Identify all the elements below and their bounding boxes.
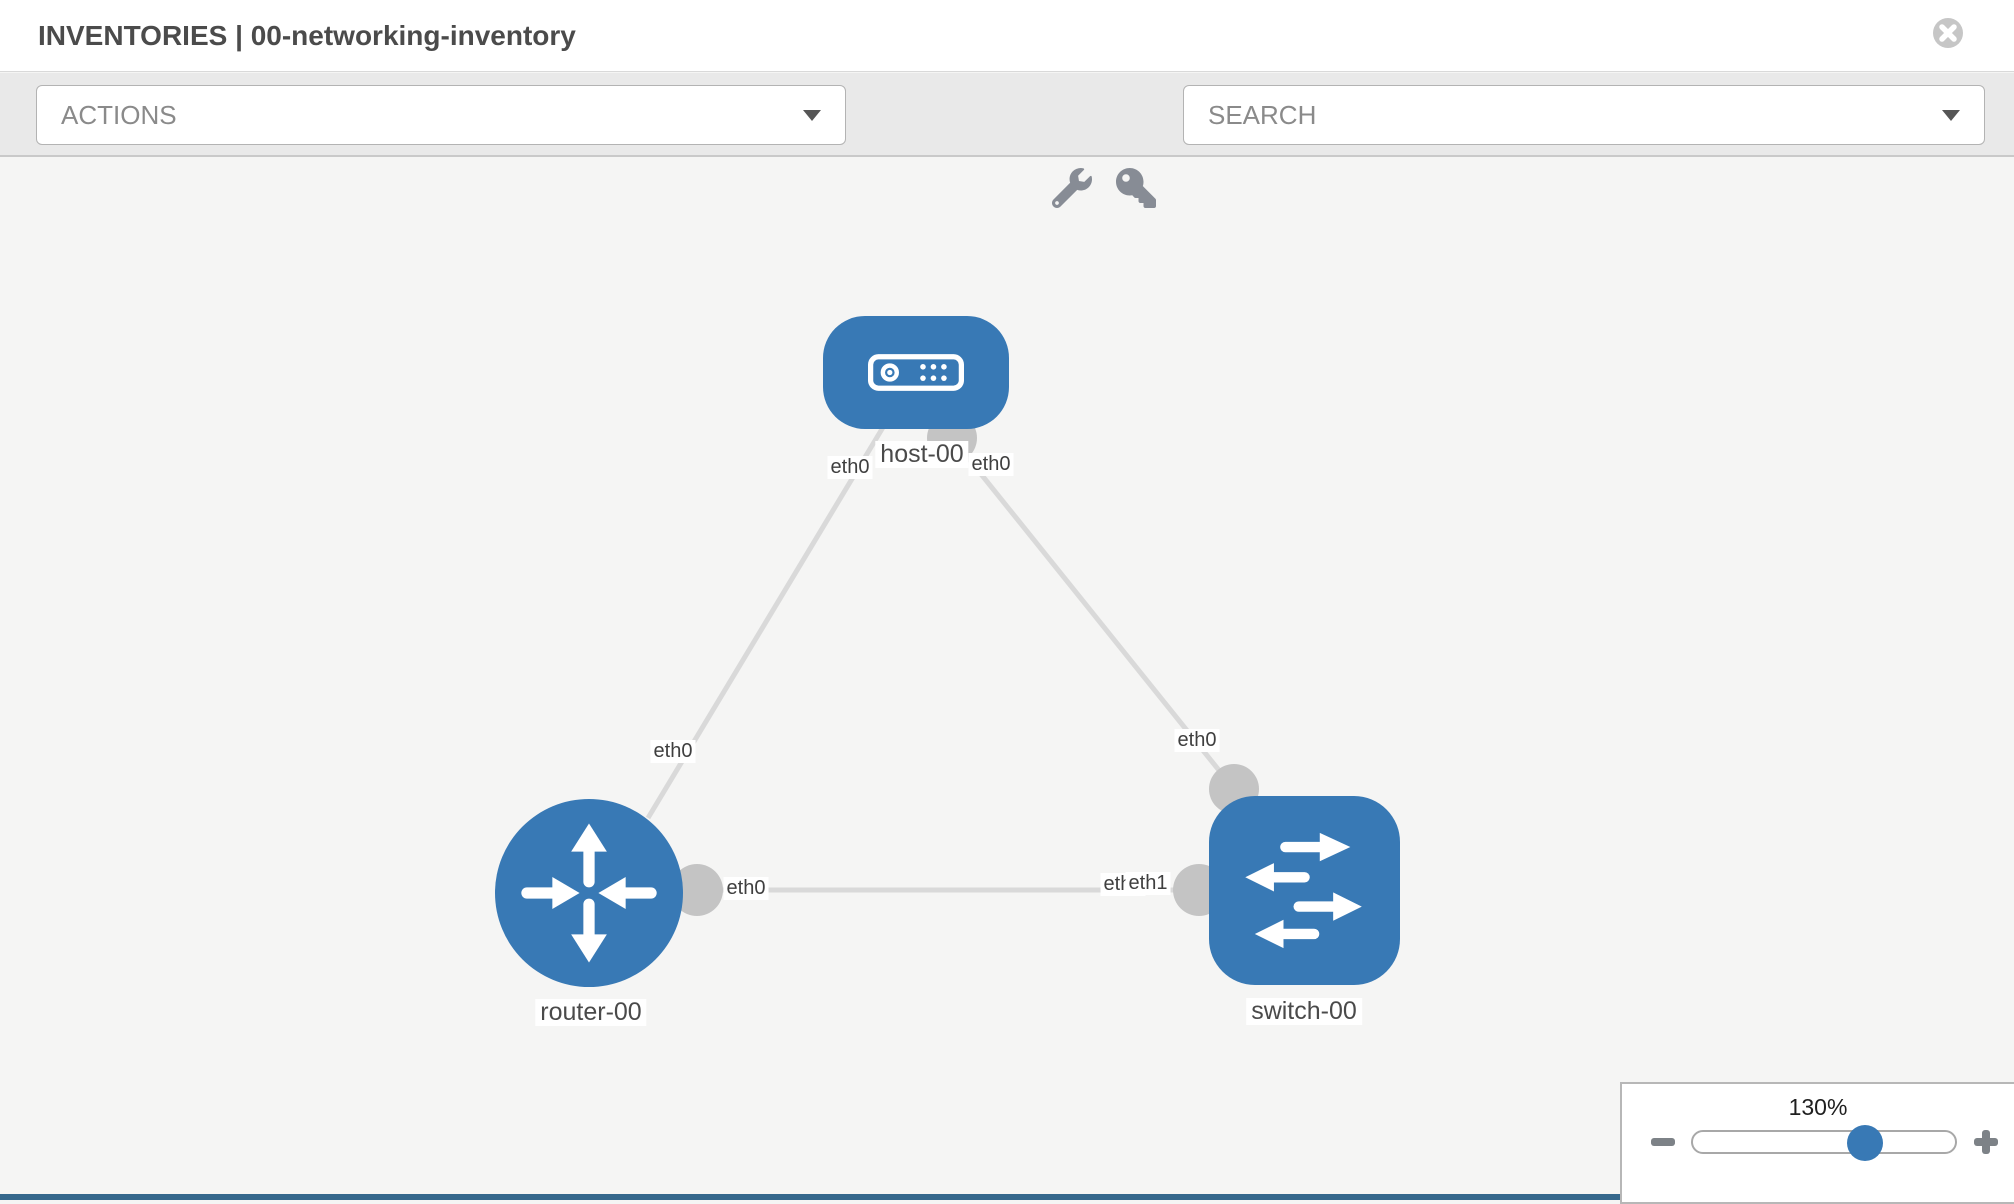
node-label-host: host-00 — [875, 441, 969, 468]
host-icon — [868, 354, 964, 391]
node-label-router: router-00 — [535, 999, 647, 1026]
close-icon[interactable] — [1930, 15, 1966, 51]
node-label-switch: switch-00 — [1246, 998, 1362, 1025]
port-label-switch-eth1: eth1 — [1125, 872, 1171, 895]
router-icon — [521, 823, 657, 963]
toolbar: ACTIONS SEARCH — [0, 73, 2014, 208]
zoom-out-button[interactable] — [1651, 1138, 1675, 1146]
actions-dropdown[interactable]: ACTIONS — [36, 85, 846, 145]
chevron-down-icon — [803, 109, 821, 121]
zoom-in-button[interactable] — [1974, 1130, 1998, 1154]
zoom-slider-thumb[interactable] — [1847, 1125, 1883, 1161]
node-router-00[interactable] — [495, 799, 683, 987]
zoom-controls — [1651, 1125, 2014, 1161]
search-dropdown-label: SEARCH — [1208, 99, 1317, 130]
chevron-down-icon — [1942, 109, 1960, 121]
zoom-level-value: 130% — [1788, 1094, 1848, 1120]
key-icon[interactable] — [1116, 168, 1156, 208]
footer-strip — [0, 1194, 1620, 1200]
page-title: INVENTORIES | 00-networking-inventory — [38, 19, 576, 51]
wrench-icon[interactable] — [1052, 168, 1092, 208]
search-dropdown[interactable]: SEARCH — [1183, 85, 1985, 145]
zoom-slider-track[interactable] — [1691, 1125, 1957, 1161]
port-label-host-eth0-left: eth0 — [827, 456, 873, 479]
port-label-host-eth0-right: eth0 — [968, 453, 1014, 476]
port-label-router-eth0-top: eth0 — [650, 740, 696, 763]
header: INVENTORIES | 00-networking-inventory — [0, 0, 2014, 72]
node-switch-00[interactable] — [1209, 796, 1400, 985]
port-endpoint — [671, 864, 723, 916]
port-label-switch-eth0-top: eth0 — [1174, 729, 1220, 752]
switch-icon — [1245, 832, 1362, 949]
port-label-router-eth0-right: eth0 — [723, 877, 769, 900]
node-host-00[interactable] — [823, 316, 1009, 429]
actions-dropdown-label: ACTIONS — [61, 99, 177, 130]
zoom-panel: 130% — [1620, 1082, 2014, 1204]
